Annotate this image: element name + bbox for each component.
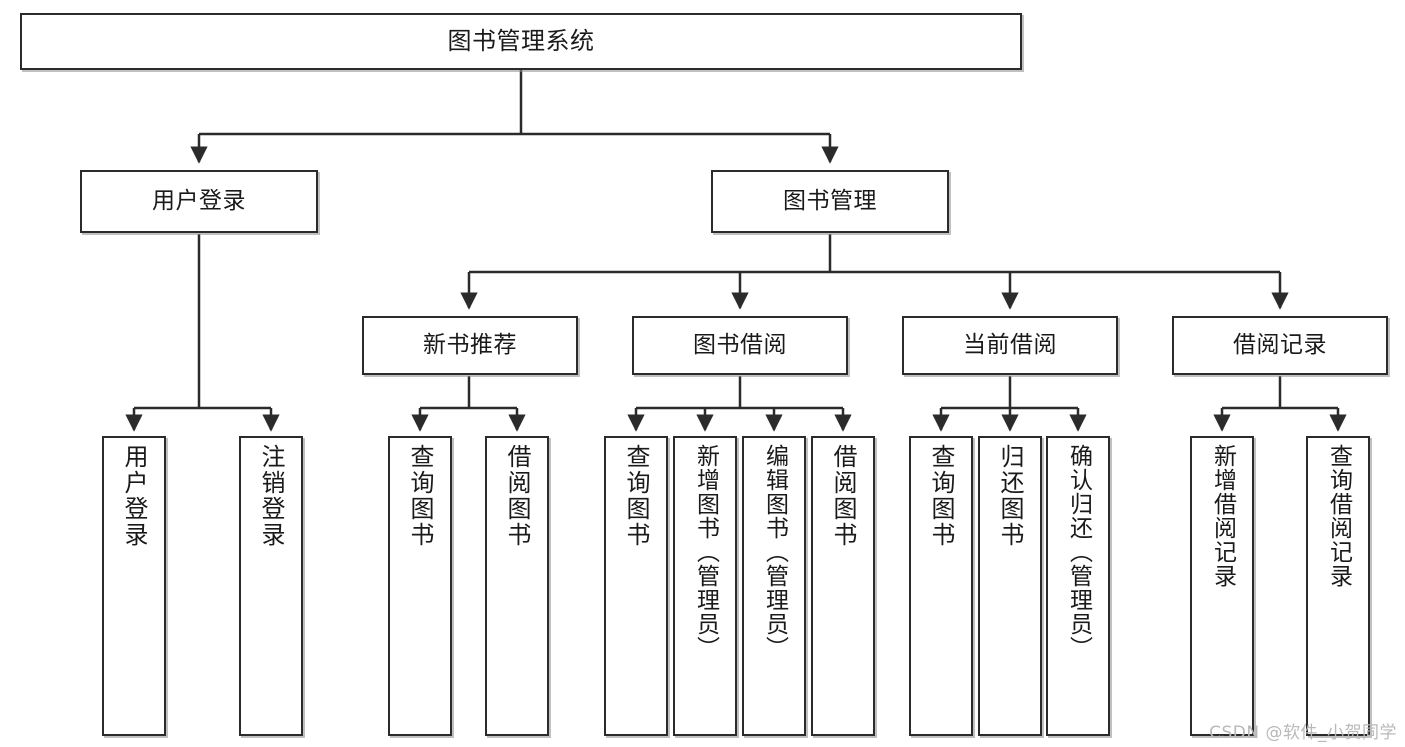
node-leaf-query-book-2-label: 查询图书 bbox=[622, 444, 650, 548]
node-leaf-borrow-book-2[interactable]: 借阅图书 bbox=[811, 436, 875, 736]
node-leaf-query-record-label: 查询借阅记录 bbox=[1325, 444, 1352, 588]
node-current-borrow[interactable]: 当前借阅 bbox=[902, 316, 1118, 375]
node-leaf-confirm-return[interactable]: 确认归还（管理员） bbox=[1046, 436, 1110, 736]
node-book-borrow[interactable]: 图书借阅 bbox=[632, 316, 848, 375]
node-leaf-borrow-book-1[interactable]: 借阅图书 bbox=[485, 436, 549, 736]
node-leaf-query-book-1-label: 查询图书 bbox=[406, 444, 434, 548]
node-leaf-edit-book[interactable]: 编辑图书（管理员） bbox=[742, 436, 806, 736]
node-leaf-query-book-1[interactable]: 查询图书 bbox=[388, 436, 452, 736]
node-leaf-add-book[interactable]: 新增图书（管理员） bbox=[673, 436, 737, 736]
node-root-label: 图书管理系统 bbox=[447, 27, 595, 56]
node-leaf-return-book[interactable]: 归还图书 bbox=[978, 436, 1042, 736]
node-root[interactable]: 图书管理系统 bbox=[20, 13, 1022, 70]
node-leaf-query-record[interactable]: 查询借阅记录 bbox=[1306, 436, 1370, 736]
node-book-borrow-label: 图书借阅 bbox=[693, 331, 787, 358]
node-leaf-query-book-2[interactable]: 查询图书 bbox=[604, 436, 668, 736]
node-current-borrow-label: 当前借阅 bbox=[963, 331, 1057, 358]
node-new-book-recommend-label: 新书推荐 bbox=[423, 331, 517, 358]
node-leaf-borrow-book-2-label: 借阅图书 bbox=[829, 444, 857, 548]
node-leaf-return-book-label: 归还图书 bbox=[996, 444, 1024, 548]
node-leaf-user-logout-label: 注销登录 bbox=[257, 444, 285, 548]
node-leaf-add-book-label: 新增图书（管理员） bbox=[692, 444, 719, 660]
node-book-manage-label: 图书管理 bbox=[783, 187, 877, 214]
node-borrow-record-label: 借阅记录 bbox=[1233, 331, 1327, 358]
node-book-manage[interactable]: 图书管理 bbox=[711, 170, 949, 233]
node-new-book-recommend[interactable]: 新书推荐 bbox=[362, 316, 578, 375]
node-user-login-label: 用户登录 bbox=[152, 187, 246, 214]
node-leaf-confirm-return-label: 确认归还（管理员） bbox=[1065, 444, 1092, 660]
node-leaf-user-logout[interactable]: 注销登录 bbox=[239, 436, 303, 736]
node-leaf-query-book-3-label: 查询图书 bbox=[927, 444, 955, 548]
node-leaf-add-record[interactable]: 新增借阅记录 bbox=[1190, 436, 1254, 736]
node-leaf-user-login[interactable]: 用户登录 bbox=[102, 436, 166, 736]
node-leaf-edit-book-label: 编辑图书（管理员） bbox=[761, 444, 788, 660]
node-user-login[interactable]: 用户登录 bbox=[80, 170, 318, 233]
node-leaf-borrow-book-1-label: 借阅图书 bbox=[503, 444, 531, 548]
node-leaf-user-login-label: 用户登录 bbox=[120, 444, 148, 548]
node-leaf-query-book-3[interactable]: 查询图书 bbox=[909, 436, 973, 736]
node-borrow-record[interactable]: 借阅记录 bbox=[1172, 316, 1388, 375]
node-leaf-add-record-label: 新增借阅记录 bbox=[1209, 444, 1236, 588]
watermark-credit: CSDN @软件_小贺同学 bbox=[1209, 723, 1397, 743]
